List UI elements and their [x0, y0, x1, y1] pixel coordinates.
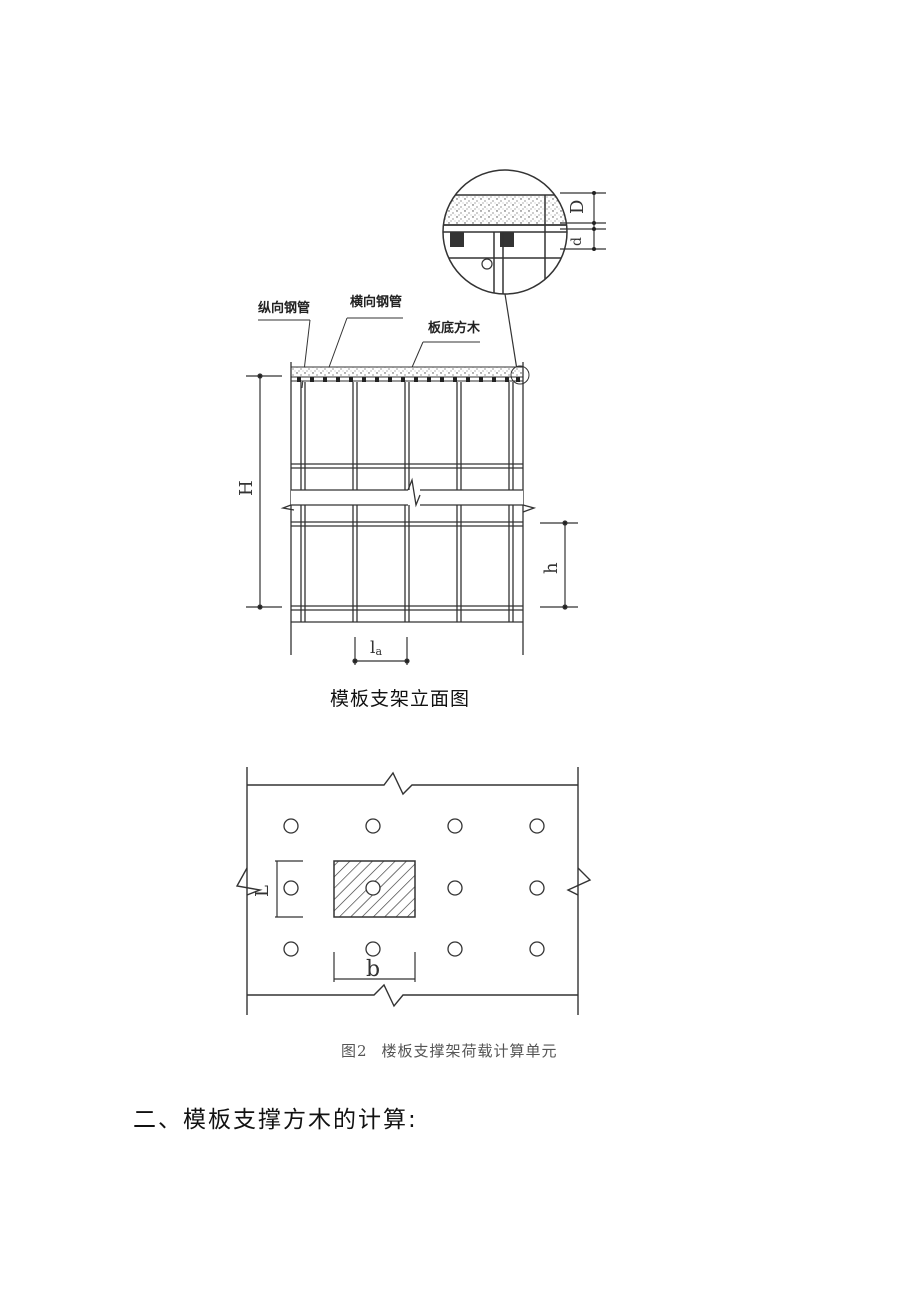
figure2-title: 楼板支撑架荷载计算单元 [381, 1042, 558, 1060]
dim-H [246, 373, 282, 610]
dim-label-d: d [569, 237, 585, 246]
dim-la [352, 637, 410, 665]
section-heading: 二、模板支撑方木的计算: [133, 1107, 418, 1133]
figure2-number: 图2 [341, 1042, 368, 1060]
dim-h [540, 520, 578, 610]
figure2-caption: 图2 楼板支撑架荷载计算单元 [341, 1040, 558, 1061]
detail-inset: D d [442, 169, 606, 371]
horizontal-ledgers [291, 463, 523, 623]
dim-label-L: L [252, 885, 273, 897]
pole-grid [283, 818, 545, 957]
dim-label-H: H [236, 480, 257, 496]
label-longitudinal-pipe: 纵向钢管 [258, 300, 310, 316]
label-bottom-timber: 板底方木 [428, 320, 481, 336]
load-unit-plan-drawing: L b [235, 767, 592, 1015]
label-transverse-pipe: 横向钢管 [350, 294, 402, 310]
dim-label-b: b [366, 957, 380, 982]
dim-label-D: D [567, 200, 588, 214]
vertical-poles [300, 382, 514, 622]
formwork-elevation-drawing: D d 纵向钢管 横向钢管 板底方木 [236, 169, 606, 665]
dim-label-h: h [541, 562, 562, 574]
figure1-caption: 模板支架立面图 [329, 688, 470, 710]
tributary-area [333, 860, 416, 918]
break-line [280, 477, 537, 513]
